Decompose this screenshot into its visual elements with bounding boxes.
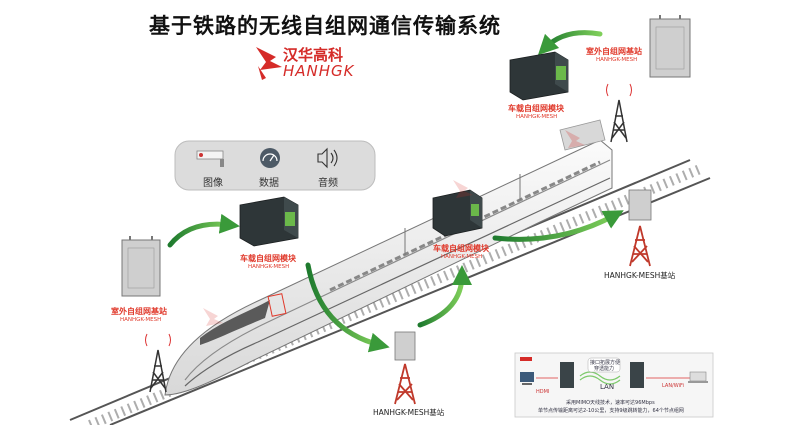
- inset-note-line1: 采用MIMO天线技术，速率可达96Mbps: [566, 400, 655, 406]
- base-station-right-label: HANHGK-MESH基站: [604, 271, 676, 280]
- vehicle-module-left-subtitle: HANHGK-MESH: [248, 264, 290, 270]
- outdoor-station-top-title: 室外自组网基站: [586, 47, 642, 56]
- inset-note-line2: 单节点传输距离可达2-10公里，支持9级跳转能力，64个节点组网: [538, 408, 684, 414]
- watermark-logo-left: [203, 308, 223, 326]
- vehicle-module-mid-subtitle: HANHGK-MESH: [441, 254, 483, 260]
- arrow-module-to-right-station: [492, 210, 624, 242]
- outdoor-station-right: [628, 189, 652, 221]
- outdoor-station-left: [121, 236, 161, 297]
- arrow-train-to-module-mid: [417, 265, 472, 328]
- base-station-bottom-label: HANHGK-MESH基站: [373, 408, 445, 417]
- tower-icon-top: [606, 83, 632, 143]
- diagram-title: 基于铁路的无线自组网通信传输系统: [149, 14, 501, 38]
- tower-icon-bottom: [394, 363, 416, 405]
- vehicle-module-top-subtitle: HANHGK-MESH: [516, 114, 558, 120]
- data-type-panel: [174, 140, 376, 191]
- panel-label-audio: 音频: [318, 178, 338, 189]
- inset-lan-wifi-label: LAN/WiFi: [662, 383, 684, 389]
- brand-name-cn: 汉华高科: [283, 46, 344, 64]
- brand-logo-icon: [256, 47, 282, 80]
- speaker-icon: [317, 147, 338, 169]
- arrow-left-station-to-module: [167, 213, 240, 248]
- outdoor-station-bottom: [394, 331, 416, 361]
- signal-arrows: [167, 30, 624, 353]
- inset-diagram: [514, 352, 714, 418]
- inset-hdmi-label: HDMI: [536, 389, 550, 395]
- outdoor-station-left-subtitle: HANHGK-MESH: [120, 317, 162, 323]
- inset-lan-label: LAN: [600, 383, 615, 391]
- panel-label-image: 图像: [203, 178, 223, 189]
- arrow-module-to-bottom-station: [305, 262, 390, 353]
- high-speed-train: [164, 119, 613, 396]
- watermark-logo-right: [565, 130, 585, 148]
- brand-name-en: HANHGK: [283, 62, 355, 80]
- vehicle-module-top-title: 车载自组网模块: [508, 104, 564, 113]
- outdoor-station-left-title: 室外自组网基站: [111, 307, 167, 316]
- outdoor-station-top: [649, 15, 691, 78]
- inset-bubble-line2: 穿透能力: [594, 366, 615, 372]
- gauge-icon: [260, 148, 280, 168]
- vehicle-module-mid-title: 车载自组网模块: [433, 244, 489, 253]
- tower-icon-left: [145, 333, 171, 393]
- panel-label-data: 数据: [259, 178, 279, 189]
- inset-bubble-line1: 接口拓展方便: [590, 360, 621, 366]
- vehicle-module-mid: [432, 189, 483, 237]
- tower-icon-right: [629, 225, 651, 267]
- camera-icon: [196, 150, 224, 167]
- vehicle-module-top: [509, 51, 569, 101]
- vehicle-module-left-title: 车载自组网模块: [240, 254, 296, 263]
- watermark-logo-mid: [453, 180, 473, 198]
- outdoor-station-top-subtitle: HANHGK-MESH: [596, 57, 638, 63]
- vehicle-module-left: [239, 196, 299, 247]
- arrow-top-station-loop: [537, 30, 603, 56]
